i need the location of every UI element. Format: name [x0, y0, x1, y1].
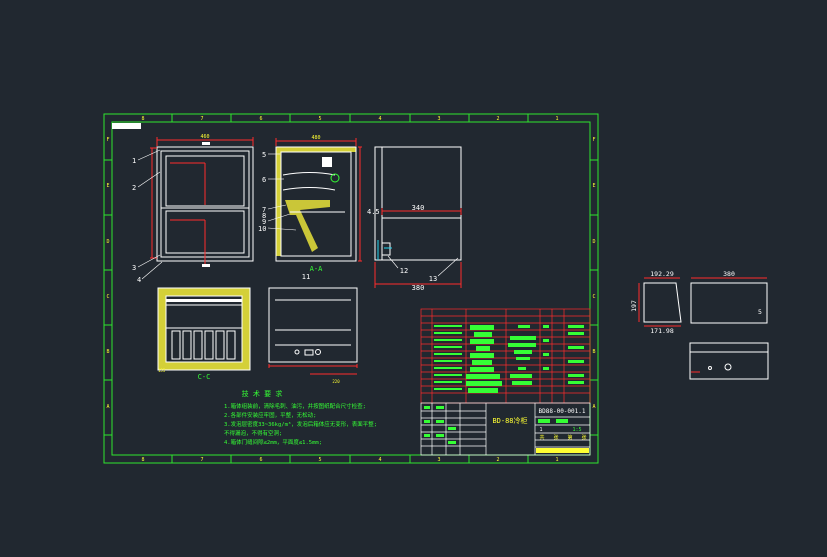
balloon-4: 4 [137, 276, 141, 284]
cc-section-label: C-C [198, 373, 211, 381]
section-aa-view[interactable]: 480 5 6 7 8 9 10 11 A-A [258, 135, 362, 281]
side-left-callout: 4.5 [367, 208, 380, 216]
title-block-foot: 共 张 第 张 [539, 434, 586, 441]
title-block-sheet: 1 [539, 427, 542, 433]
grid-top-8: 8 [141, 116, 144, 122]
grid-bottom-7: 7 [200, 457, 203, 463]
grid-left-F: F [106, 137, 109, 143]
callout-10: 10 [258, 225, 266, 233]
grid-left-B: B [106, 349, 109, 355]
callout-6: 6 [262, 176, 266, 184]
grid-right-B: B [592, 349, 595, 355]
title-block[interactable]: BD-88冷柜 BD88-00-001.1 1 1:5 共 张 第 张 [420, 402, 591, 456]
parts-list[interactable] [420, 308, 591, 404]
notes-line-2: 2.各部件安装应牢固，平整，无松动; [224, 411, 316, 419]
callout-12: 12 [400, 267, 408, 275]
tech-notes: 技 术 要 求 1.箱体组装前，清除毛刺、油污，并按图纸配合尺寸检查; 2.各部… [224, 389, 377, 446]
callout-5: 5 [262, 151, 266, 159]
section-cc-view[interactable]: 155 C-C [157, 287, 251, 381]
rear-bottom-dim: 220 [332, 379, 340, 384]
grid-top-3: 3 [437, 116, 440, 122]
grid-bottom-3: 3 [437, 457, 440, 463]
grid-top-4: 4 [378, 116, 381, 122]
fan-icon [330, 173, 340, 183]
grid-top-5: 5 [318, 116, 321, 122]
notes-line-4: 不得漏泡，不得有空洞; [224, 429, 282, 437]
grid-right-A: A [592, 404, 595, 410]
balloon-3: 3 [132, 264, 136, 272]
balloon-1: 1 [132, 157, 136, 165]
callout-9: 9 [262, 218, 266, 226]
grid-left-A: A [106, 404, 109, 410]
aa-section-label: A-A [310, 265, 323, 273]
grid-top-2: 2 [496, 116, 499, 122]
balloon-2: 2 [132, 184, 136, 192]
grid-right-E: E [592, 183, 595, 189]
grid-bottom-6: 6 [259, 457, 262, 463]
grid-bottom-4: 4 [378, 457, 381, 463]
front-bottom-handle [202, 264, 210, 267]
grid-bottom-5: 5 [318, 457, 321, 463]
detail-views[interactable]: 192.29 197 171.98 380 5 [630, 270, 769, 380]
detail-dim-top-left: 192.29 [650, 270, 674, 278]
aa-depth-dim: 480 [311, 135, 320, 141]
rear-view[interactable]: 220 [268, 287, 358, 384]
detail-dim-top-right: 380 [723, 270, 735, 278]
front-view[interactable]: 460 1 2 3 4 [132, 134, 254, 284]
side-bottom-dim: 380 [412, 284, 425, 292]
grid-top-7: 7 [200, 116, 203, 122]
detail-dim-bottom: 171.98 [650, 327, 674, 335]
sheet-frame [103, 113, 599, 464]
title-block-yellow-strip [536, 448, 589, 453]
aa-callouts: 5 6 7 8 9 10 11 [258, 151, 310, 281]
callout-11: 11 [302, 273, 310, 281]
grid-bottom-1: 1 [555, 457, 558, 463]
title-block-title: BD-88冷柜 [492, 416, 527, 425]
front-top-handle [202, 142, 210, 145]
notes-line-3: 3.发泡层密度33~36kg/m³，发泡后箱体应无变形，表面平整; [224, 420, 377, 428]
grid-left-D: D [106, 239, 109, 245]
grid-right-D: D [592, 239, 595, 245]
title-block-drawing-no: BD88-00-001.1 [539, 408, 586, 415]
callout-7: 7 [262, 206, 266, 214]
grid-top-1: 1 [555, 116, 558, 122]
notes-line-1: 1.箱体组装前，清除毛刺、油污，并按图纸配合尺寸检查; [224, 402, 366, 410]
grid-right-C: C [592, 294, 595, 300]
notes-line-5: 4.箱体门缝间隙≤2mm，平面度≤1.5mm; [224, 438, 322, 446]
grid-bottom-8: 8 [141, 457, 144, 463]
title-tag-icon [112, 123, 141, 129]
grid-ticks [104, 114, 598, 463]
grid-top-6: 6 [259, 116, 262, 122]
side-view[interactable]: 340 380 4.5 12 13 [367, 146, 462, 292]
svg-text:张: 张 [553, 434, 558, 441]
front-balloons: 1 2 3 4 [132, 157, 141, 284]
detail-dim-right: 5 [758, 308, 762, 316]
grid-left-C: C [106, 294, 109, 300]
grid-right-F: F [592, 137, 595, 143]
side-inner-dim: 340 [412, 204, 425, 212]
notes-heading: 技 术 要 求 [242, 389, 283, 398]
grid-labels: 8 7 6 5 4 3 2 1 8 7 6 5 4 3 2 1 F E D C … [106, 116, 595, 463]
cc-top-strip [166, 299, 242, 302]
front-width-dim: 460 [200, 134, 209, 140]
aa-compressor-block [322, 157, 332, 167]
detail-dim-left: 197 [630, 300, 638, 312]
grid-bottom-2: 2 [496, 457, 499, 463]
grid-left-E: E [106, 183, 109, 189]
title-block-scale: 1:5 [572, 427, 581, 433]
cc-left-dim: 155 [158, 368, 166, 373]
svg-text:共: 共 [539, 434, 544, 441]
callout-13: 13 [429, 275, 437, 283]
callout-8: 8 [262, 212, 266, 220]
svg-text:张: 张 [581, 434, 586, 441]
svg-text:第: 第 [567, 434, 572, 441]
